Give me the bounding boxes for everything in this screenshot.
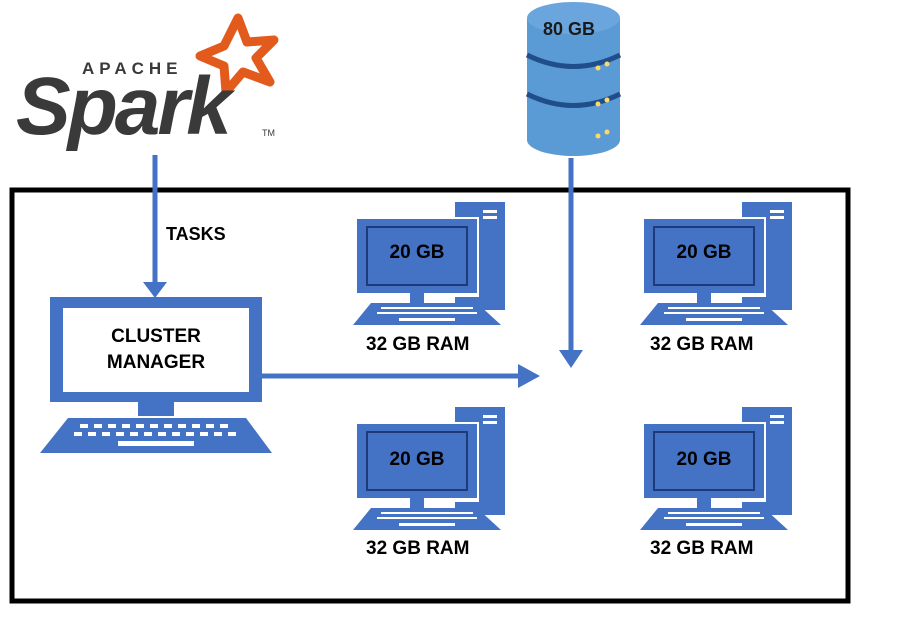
cluster-boundary	[9, 187, 851, 604]
tasks-arrowhead	[143, 282, 167, 298]
worker-ram-label: 32 GB RAM	[366, 538, 470, 559]
cluster-manager-label: CLUSTER MANAGER	[63, 324, 249, 376]
tasks-label: TASKS	[166, 224, 226, 244]
spark-logo-text: Spark	[16, 61, 232, 152]
apache-logo-text: APACHE	[82, 59, 183, 78]
storage-arrowhead	[559, 350, 583, 368]
storage-capacity-label: 80 GB	[543, 19, 596, 39]
worker-computer-icon	[640, 407, 792, 530]
worker-computer-icon	[353, 407, 505, 530]
worker-disk-label: 20 GB	[389, 242, 445, 263]
worker-ram-label: 32 GB RAM	[366, 334, 470, 355]
worker-computer-icon	[640, 202, 792, 325]
storage-database-icon	[525, 2, 622, 156]
cluster-manager-laptop-icon	[40, 297, 272, 453]
cluster-manager-line1: CLUSTER	[111, 326, 201, 347]
worker-computer-icon	[353, 202, 505, 325]
worker-disk-label: 20 GB	[676, 449, 732, 470]
worker-ram-label: 32 GB RAM	[650, 538, 754, 559]
worker-disk-label: 20 GB	[676, 242, 732, 263]
worker-ram-label: 32 GB RAM	[650, 334, 754, 355]
spark-star-icon	[195, 13, 279, 97]
worker-disk-label: 20 GB	[389, 449, 445, 470]
cluster-manager-line2: MANAGER	[106, 352, 206, 373]
manager-arrowhead	[518, 364, 540, 388]
trademark-mark: TM	[262, 128, 275, 138]
